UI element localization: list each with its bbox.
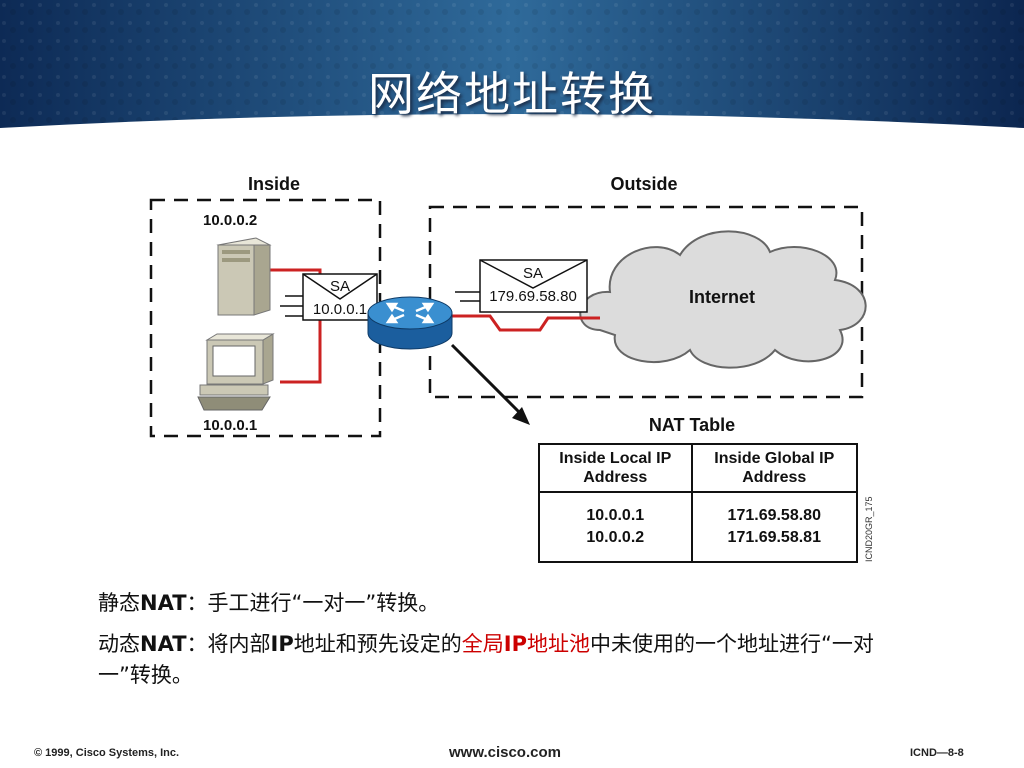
server-icon bbox=[216, 237, 272, 316]
nat-global-cell: 171.69.58.80 171.69.58.81 bbox=[690, 491, 859, 563]
nat-header-inside-global: Inside Global IP Address bbox=[690, 443, 859, 493]
internet-label: Internet bbox=[689, 287, 755, 307]
b2-red2: 地址池 bbox=[526, 632, 590, 656]
inside-packet-envelope bbox=[280, 273, 378, 321]
nat-table: Inside Local IP Address Inside Global IP… bbox=[538, 443, 859, 563]
internet-cloud-icon bbox=[579, 230, 867, 369]
b1-bold: NAT bbox=[140, 591, 187, 615]
footer-website-link[interactable]: www.cisco.com bbox=[449, 744, 561, 761]
slide-title: 网络地址转换 bbox=[368, 67, 656, 121]
b2-red-bold: IP bbox=[503, 632, 527, 656]
b2-bold: NAT bbox=[140, 632, 187, 656]
router-to-table-arrow bbox=[450, 343, 530, 425]
outside-packet-envelope bbox=[455, 259, 588, 313]
slide-body: 静态NAT：手工进行“一对一”转换。 动态NAT：将内部IP地址和预先设定的全局… bbox=[98, 588, 918, 701]
outside-link bbox=[452, 314, 600, 332]
outside-packet-label: SA bbox=[523, 265, 543, 282]
inside-packet-address: 10.0.0.1 bbox=[313, 301, 367, 318]
router-icon bbox=[367, 296, 453, 350]
nat-global-2: 171.69.58.81 bbox=[727, 529, 821, 546]
b1-rest: ：手工进行“一对一”转换。 bbox=[186, 591, 440, 615]
b2-mid1: ：将内部 bbox=[186, 632, 271, 656]
b2-mid2: 地址和预先设定的 bbox=[293, 632, 462, 656]
nat-local-1: 10.0.0.1 bbox=[586, 507, 645, 524]
global-ip-pool-highlight: 全局IP地址池 bbox=[462, 632, 590, 656]
b2-prefix: 动态 bbox=[98, 632, 140, 656]
outside-zone-box bbox=[428, 205, 864, 399]
outside-zone-label: Outside bbox=[610, 174, 677, 194]
dynamic-nat-text: 动态NAT：将内部IP地址和预先设定的全局IP地址池中未使用的一个地址进行“一对… bbox=[98, 629, 918, 691]
nat-table-header-row: Inside Local IP Address Inside Global IP… bbox=[538, 443, 859, 493]
b2-red1: 全局 bbox=[461, 632, 504, 656]
table-row: 10.0.0.1 10.0.0.2 171.69.58.80 171.69.58… bbox=[538, 491, 859, 563]
b2-rest: 中未使用的一个地址进行“一对一”转换。 bbox=[98, 632, 874, 687]
footer-copyright: © 1999, Cisco Systems, Inc. bbox=[34, 747, 180, 759]
outside-packet-address: 179.69.58.80 bbox=[489, 288, 577, 305]
workstation-icon bbox=[197, 333, 275, 411]
server-ip-label: 10.0.0.2 bbox=[203, 212, 257, 229]
header-background bbox=[0, 0, 1024, 150]
figure-code: ICND20GR_175 bbox=[864, 496, 874, 562]
nat-local-2: 10.0.0.2 bbox=[586, 529, 645, 546]
inside-zone-label: Inside bbox=[248, 174, 300, 194]
nat-global-1: 171.69.58.80 bbox=[727, 507, 821, 524]
nat-header-inside-local: Inside Local IP Address bbox=[538, 443, 693, 493]
inside-packet-label: SA bbox=[330, 278, 350, 295]
inside-link bbox=[265, 268, 322, 384]
workstation-ip-label: 10.0.0.1 bbox=[203, 417, 257, 434]
static-nat-text: 静态NAT：手工进行“一对一”转换。 bbox=[98, 588, 918, 619]
b1-prefix: 静态 bbox=[98, 591, 140, 615]
footer-page-number: ICND—8-8 bbox=[910, 747, 964, 759]
nat-table-title: NAT Table bbox=[648, 415, 736, 435]
nat-local-cell: 10.0.0.1 10.0.0.2 bbox=[538, 491, 693, 563]
slide-header bbox=[0, 0, 1024, 150]
b2-bold2: IP bbox=[270, 632, 294, 656]
